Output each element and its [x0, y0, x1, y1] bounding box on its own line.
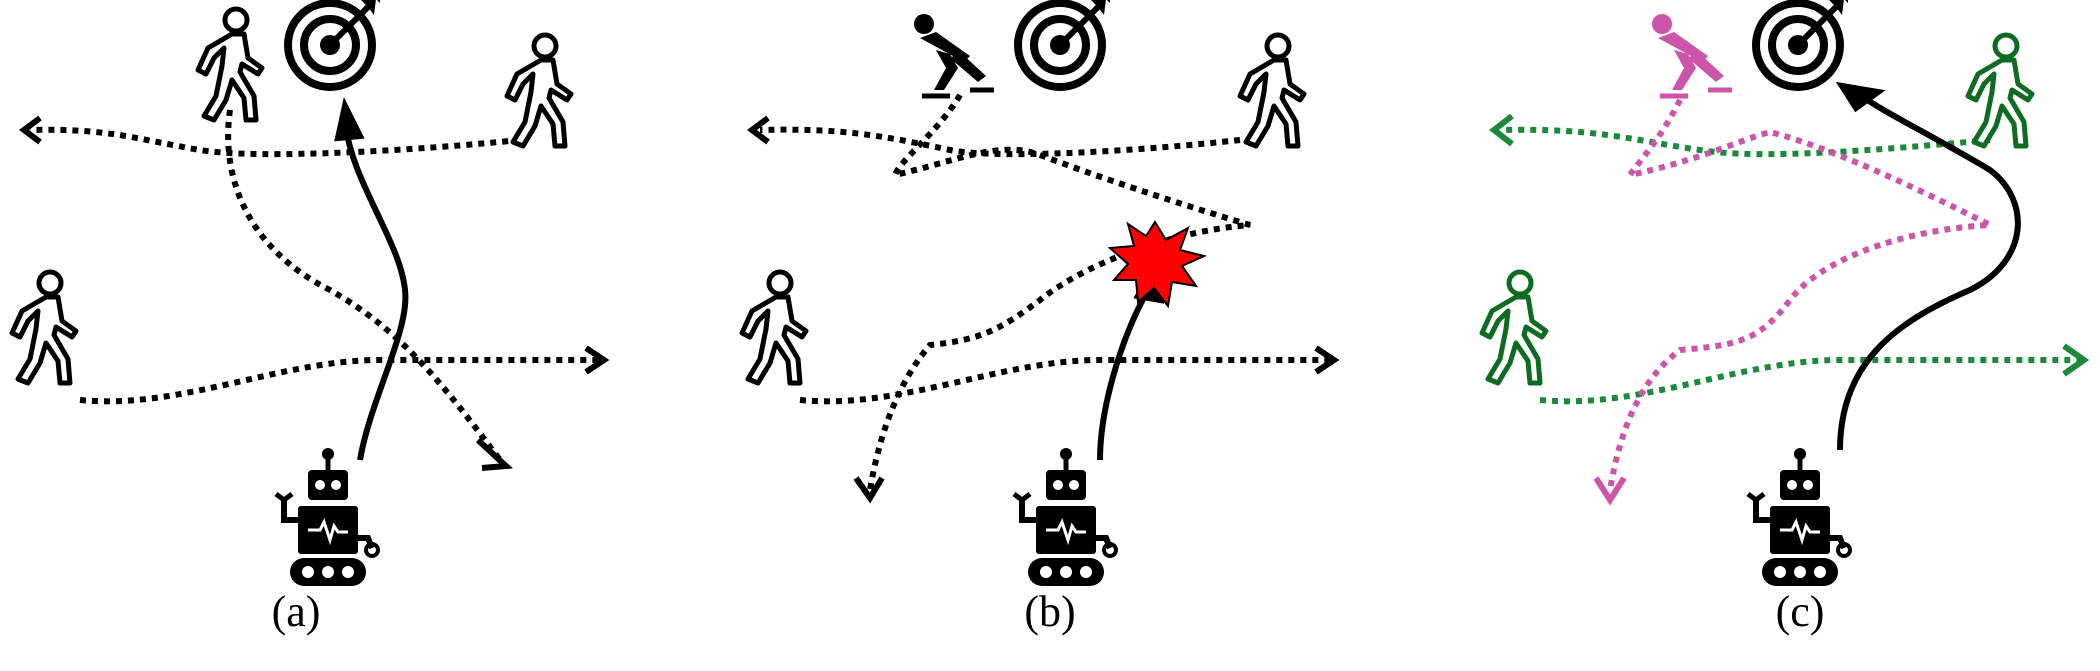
panel-c: (c)	[1482, 0, 2090, 636]
pedestrian-icon	[507, 35, 571, 146]
goal-target-icon	[1018, 0, 1110, 87]
caption-b: (b)	[1024, 587, 1075, 636]
pedestrian-path	[1489, 113, 2090, 405]
robot-path	[1835, 81, 2021, 451]
pedestrian-path	[747, 93, 1340, 504]
panel-b: (b)	[742, 0, 1340, 636]
skater-path	[1593, 98, 2002, 506]
robot-icon	[1014, 448, 1116, 586]
pedestrian-icon	[742, 272, 806, 383]
robot-icon	[276, 448, 378, 586]
pedestrian-icon	[1240, 35, 1304, 146]
pedestrian-icon	[1482, 272, 1546, 383]
pedestrian-icon	[1968, 35, 2032, 146]
caption-a: (a)	[272, 587, 321, 636]
robot-path	[334, 97, 409, 461]
caption-c: (c)	[1776, 587, 1825, 636]
pedestrian-path-diagonal	[225, 109, 503, 462]
pedestrian-path	[19, 109, 610, 471]
collision-burst-icon	[1107, 220, 1208, 309]
panel-a: (a)	[12, 0, 610, 636]
goal-target-icon	[1756, 0, 1848, 87]
pedestrian-path-upper-left	[29, 126, 521, 158]
skater-icon	[1652, 14, 1732, 96]
pedestrian-path-lower-right	[79, 357, 600, 405]
pedestrian-icon	[198, 9, 262, 120]
robot-icon	[1748, 448, 1850, 586]
pedestrian-icon	[12, 272, 76, 383]
robot-path	[1097, 261, 1165, 461]
goal-target-icon	[288, 0, 380, 87]
skater-icon	[914, 14, 994, 96]
